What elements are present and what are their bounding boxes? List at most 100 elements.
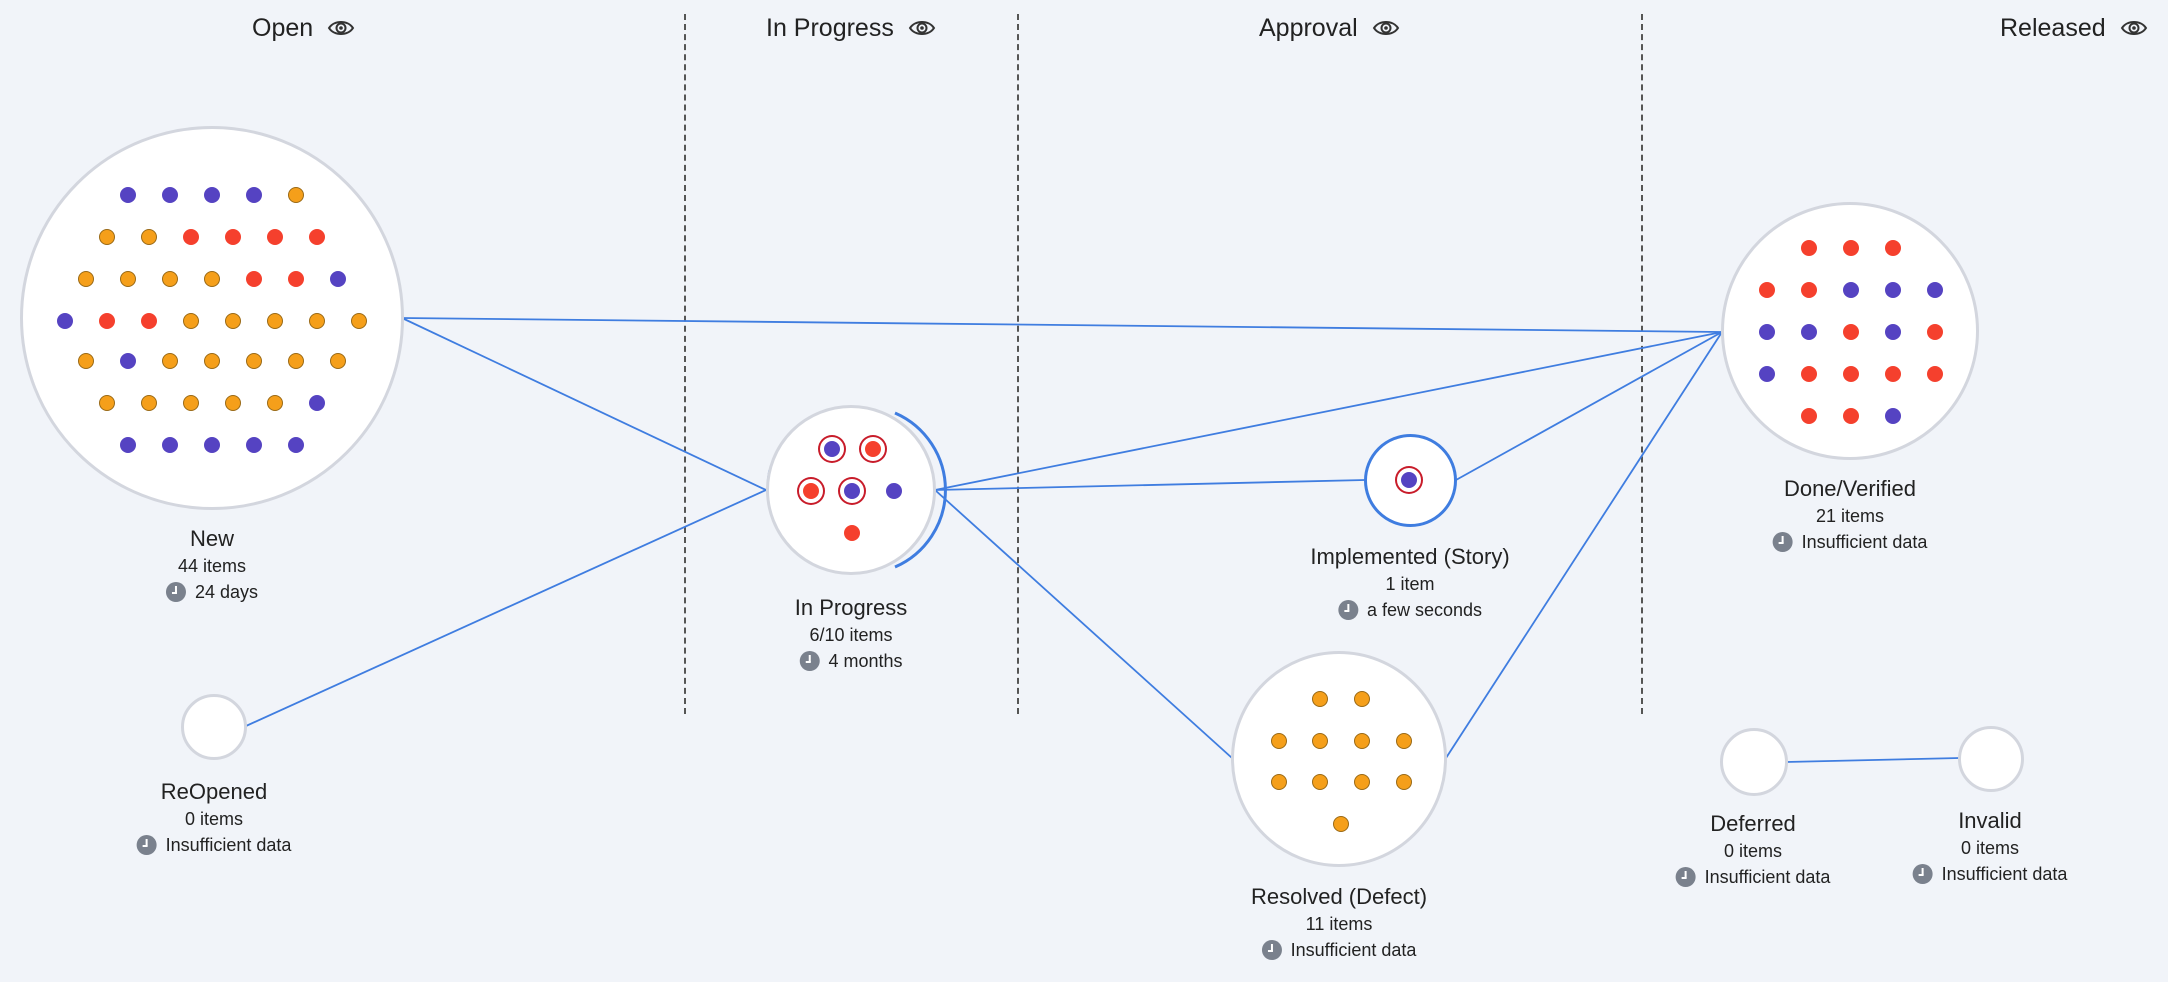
- work-item-dot[interactable]: [183, 313, 199, 329]
- work-item-dot[interactable]: [99, 395, 115, 411]
- work-item-dot[interactable]: [330, 353, 346, 369]
- work-item-dot[interactable]: [246, 187, 262, 203]
- work-item-dot[interactable]: [162, 353, 178, 369]
- work-item-dot[interactable]: [267, 229, 283, 245]
- work-item-dot[interactable]: [1396, 733, 1412, 749]
- work-item-dot[interactable]: [351, 313, 367, 329]
- work-item-dot[interactable]: [204, 353, 220, 369]
- work-item-dot[interactable]: [1312, 733, 1328, 749]
- work-item-dot[interactable]: [162, 187, 178, 203]
- state-node-reopened[interactable]: [181, 694, 247, 760]
- work-item-dot[interactable]: [844, 525, 860, 541]
- state-node-implemented[interactable]: [1364, 434, 1457, 527]
- work-item-dot[interactable]: [330, 271, 346, 287]
- work-item-dot[interactable]: [1354, 733, 1370, 749]
- work-item-dot[interactable]: [1801, 408, 1817, 424]
- work-item-dot[interactable]: [1801, 282, 1817, 298]
- work-item-dot[interactable]: [141, 229, 157, 245]
- work-item-dot[interactable]: [120, 353, 136, 369]
- work-item-dot[interactable]: [99, 229, 115, 245]
- state-node-done[interactable]: [1721, 202, 1979, 460]
- work-item-dot[interactable]: [1312, 774, 1328, 790]
- work-item-dot[interactable]: [1843, 408, 1859, 424]
- work-item-dot[interactable]: [1927, 324, 1943, 340]
- work-item-dot[interactable]: [1759, 282, 1775, 298]
- work-item-dot[interactable]: [1885, 324, 1901, 340]
- work-item-dot[interactable]: [844, 483, 860, 499]
- work-item-dot[interactable]: [1885, 366, 1901, 382]
- link-reopened-inprogress: [245, 489, 767, 727]
- work-item-dot[interactable]: [120, 437, 136, 453]
- work-item-dot[interactable]: [1843, 240, 1859, 256]
- work-item-dot[interactable]: [1843, 324, 1859, 340]
- work-item-dot[interactable]: [1271, 774, 1287, 790]
- work-item-dot[interactable]: [1759, 324, 1775, 340]
- eye-icon[interactable]: [327, 14, 355, 42]
- work-item-dot[interactable]: [162, 271, 178, 287]
- work-item-dot[interactable]: [78, 353, 94, 369]
- work-item-dot[interactable]: [99, 313, 115, 329]
- state-node-new[interactable]: [20, 126, 404, 510]
- work-item-dot[interactable]: [1843, 282, 1859, 298]
- work-item-dot[interactable]: [1885, 240, 1901, 256]
- work-item-dot[interactable]: [309, 313, 325, 329]
- work-item-dot[interactable]: [225, 395, 241, 411]
- work-item-dot[interactable]: [267, 313, 283, 329]
- state-node-resolved[interactable]: [1231, 651, 1447, 867]
- work-item-dot[interactable]: [1927, 282, 1943, 298]
- work-item-dot[interactable]: [183, 229, 199, 245]
- work-item-dot[interactable]: [803, 483, 819, 499]
- work-item-dot[interactable]: [204, 187, 220, 203]
- work-item-dot[interactable]: [288, 187, 304, 203]
- state-count: 0 items: [1960, 838, 2020, 858]
- work-item-dot[interactable]: [865, 441, 881, 457]
- work-item-dot[interactable]: [204, 271, 220, 287]
- work-item-dot[interactable]: [1843, 366, 1859, 382]
- work-item-dot[interactable]: [141, 313, 157, 329]
- work-item-dot[interactable]: [267, 395, 283, 411]
- work-item-dot[interactable]: [1927, 366, 1943, 382]
- work-item-dot[interactable]: [886, 483, 902, 499]
- work-item-dot[interactable]: [141, 395, 157, 411]
- work-item-dot[interactable]: [162, 437, 178, 453]
- state-node-in-progress[interactable]: [766, 405, 936, 575]
- work-item-dot[interactable]: [1271, 733, 1287, 749]
- work-item-dot[interactable]: [120, 187, 136, 203]
- work-item-dot[interactable]: [1333, 816, 1349, 832]
- work-item-dot[interactable]: [288, 353, 304, 369]
- work-item-dot[interactable]: [225, 313, 241, 329]
- work-item-dot[interactable]: [1396, 774, 1412, 790]
- work-item-dot[interactable]: [1801, 366, 1817, 382]
- work-item-dot[interactable]: [309, 229, 325, 245]
- work-item-dot[interactable]: [288, 271, 304, 287]
- work-item-dot[interactable]: [288, 437, 304, 453]
- work-item-dot[interactable]: [1312, 691, 1328, 707]
- work-item-dot[interactable]: [246, 353, 262, 369]
- eye-icon[interactable]: [908, 14, 936, 42]
- work-item-dot[interactable]: [1885, 408, 1901, 424]
- work-item-dot[interactable]: [78, 271, 94, 287]
- link-inprogress-done: [934, 331, 1723, 491]
- work-item-dot[interactable]: [1885, 282, 1901, 298]
- work-item-dot[interactable]: [57, 313, 73, 329]
- state-node-deferred[interactable]: [1720, 728, 1788, 796]
- work-item-dot[interactable]: [246, 271, 262, 287]
- state-time: Insufficient data: [1675, 864, 1830, 890]
- work-item-dot[interactable]: [824, 441, 840, 457]
- work-item-dot[interactable]: [246, 437, 262, 453]
- work-item-dot[interactable]: [183, 395, 199, 411]
- work-item-dot[interactable]: [1354, 691, 1370, 707]
- work-item-dot[interactable]: [1801, 240, 1817, 256]
- work-item-dot[interactable]: [225, 229, 241, 245]
- work-item-dot[interactable]: [204, 437, 220, 453]
- work-item-dot[interactable]: [1759, 366, 1775, 382]
- eye-icon[interactable]: [2120, 14, 2148, 42]
- work-item-dot[interactable]: [1354, 774, 1370, 790]
- work-item-dot[interactable]: [1401, 472, 1417, 488]
- eye-icon[interactable]: [1372, 14, 1400, 42]
- work-item-dot[interactable]: [309, 395, 325, 411]
- work-item-dot[interactable]: [120, 271, 136, 287]
- work-item-dot[interactable]: [1801, 324, 1817, 340]
- state-node-invalid[interactable]: [1958, 726, 2024, 792]
- column-divider: [684, 14, 686, 714]
